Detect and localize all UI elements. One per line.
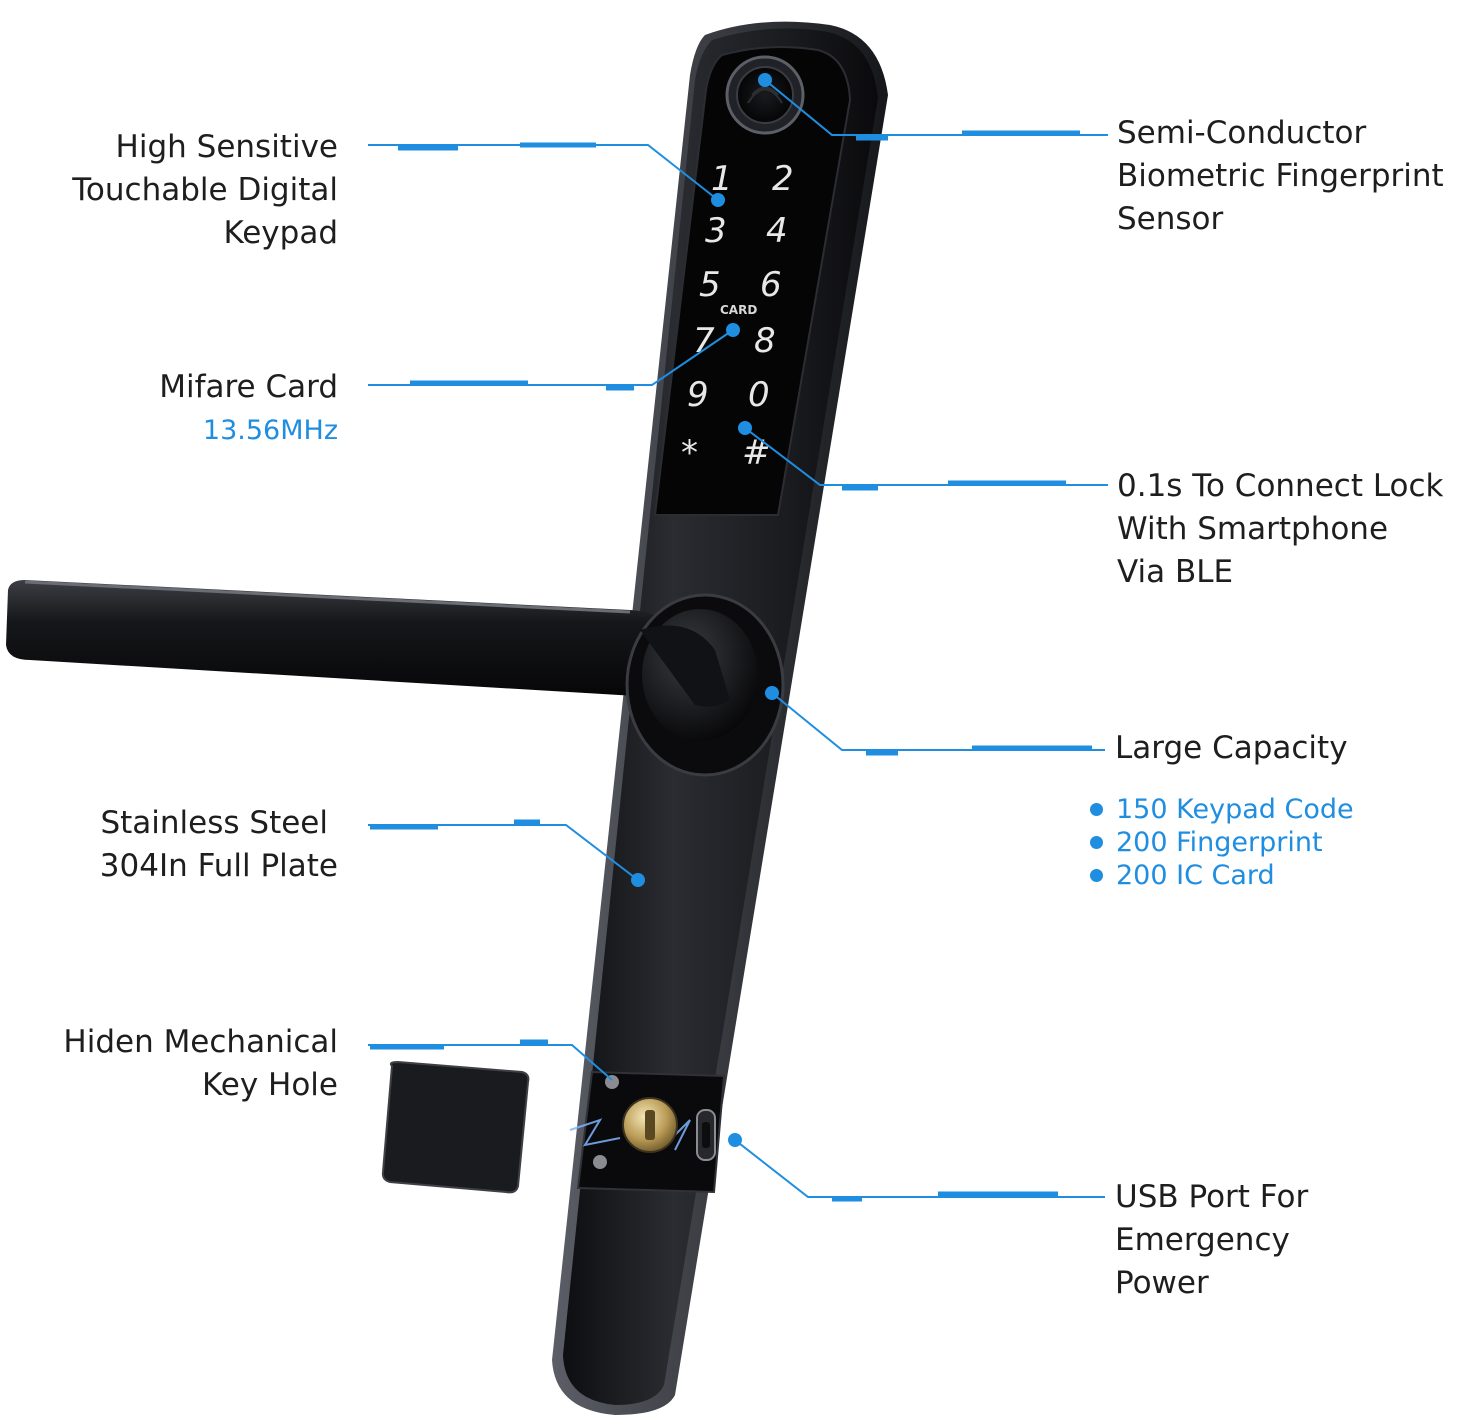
capacity-callout: Large Capacity (1115, 727, 1348, 770)
fingerprint-callout-line-3: Sensor (1117, 201, 1224, 237)
key-6[interactable]: 6 (760, 265, 782, 305)
fingerprint-callout: Semi-Conductor Biometric Fingerprint Sen… (1117, 112, 1444, 241)
callout-lines (368, 73, 1108, 1202)
keyhole-callout-line-2: Key Hole (201, 1067, 338, 1103)
plate-callout: Stainless Steel 304In Full Plate (100, 802, 338, 888)
lever-handle[interactable] (6, 580, 700, 699)
plate-callout-line-1: Stainless Steel (100, 805, 328, 841)
key-7[interactable]: 7 (693, 321, 715, 361)
fingerprint-callout-line-2: Biometric Fingerprint (1117, 158, 1444, 194)
key-5[interactable]: 5 (699, 265, 721, 305)
ble-callout-line-3: Via BLE (1117, 554, 1234, 590)
key-9[interactable]: 9 (687, 375, 709, 415)
keyhole-cover (381, 1060, 530, 1194)
key-3[interactable]: 3 (705, 211, 727, 251)
usb-callout-line-2: Emergency (1115, 1222, 1290, 1258)
usb-callout-line-3: Power (1115, 1265, 1209, 1301)
card-callout-title: Mifare Card (159, 369, 338, 405)
ble-callout-line-2: With Smartphone (1117, 511, 1389, 547)
capacity-item: 150 Keypad Code (1088, 793, 1354, 826)
key-1[interactable]: 1 (711, 159, 733, 199)
keypad-callout: High Sensitive Touchable Digital Keypad (72, 126, 338, 255)
key-4[interactable]: 4 (766, 211, 788, 251)
capacity-callout-title: Large Capacity (1115, 730, 1348, 766)
keypad-callout-line-1: High Sensitive (115, 129, 338, 165)
key-cylinder-icon[interactable] (622, 1097, 678, 1153)
card-callout: Mifare Card (159, 366, 338, 409)
fingerprint-sensor-icon (725, 55, 805, 135)
ble-callout: 0.1s To Connect Lock With Smartphone Via… (1117, 465, 1444, 594)
usb-callout-line-1: USB Port For (1115, 1179, 1309, 1215)
usb-callout: USB Port For Emergency Power (1115, 1176, 1308, 1305)
keypad: 1 2 3 4 5 6 CARD 7 8 9 0 * # (681, 159, 794, 473)
key-star[interactable]: * (681, 433, 698, 473)
capacity-item: 200 IC Card (1088, 859, 1354, 892)
keypad-callout-line-3: Keypad (223, 215, 338, 251)
card-label: CARD (720, 303, 757, 317)
key-2[interactable]: 2 (772, 159, 794, 199)
capacity-list: 150 Keypad Code 200 Fingerprint 200 IC C… (1088, 793, 1354, 892)
keypad-callout-line-2: Touchable Digital (72, 172, 338, 208)
keyhole-callout-line-1: Hiden Mechanical (63, 1024, 338, 1060)
plate-callout-line-2: 304In Full Plate (99, 848, 338, 884)
keyhole-callout: Hiden Mechanical Key Hole (63, 1021, 338, 1107)
capacity-item: 200 Fingerprint (1088, 826, 1354, 859)
key-hash[interactable]: # (742, 433, 771, 473)
usb-port-icon[interactable] (696, 1109, 716, 1161)
card-frequency: 13.56MHz (202, 415, 338, 446)
ble-callout-line-1: 0.1s To Connect Lock (1117, 468, 1444, 504)
handle-rosette (625, 593, 785, 777)
key-0[interactable]: 0 (748, 375, 770, 415)
key-8[interactable]: 8 (754, 321, 776, 361)
fingerprint-callout-line-1: Semi-Conductor (1117, 115, 1367, 151)
